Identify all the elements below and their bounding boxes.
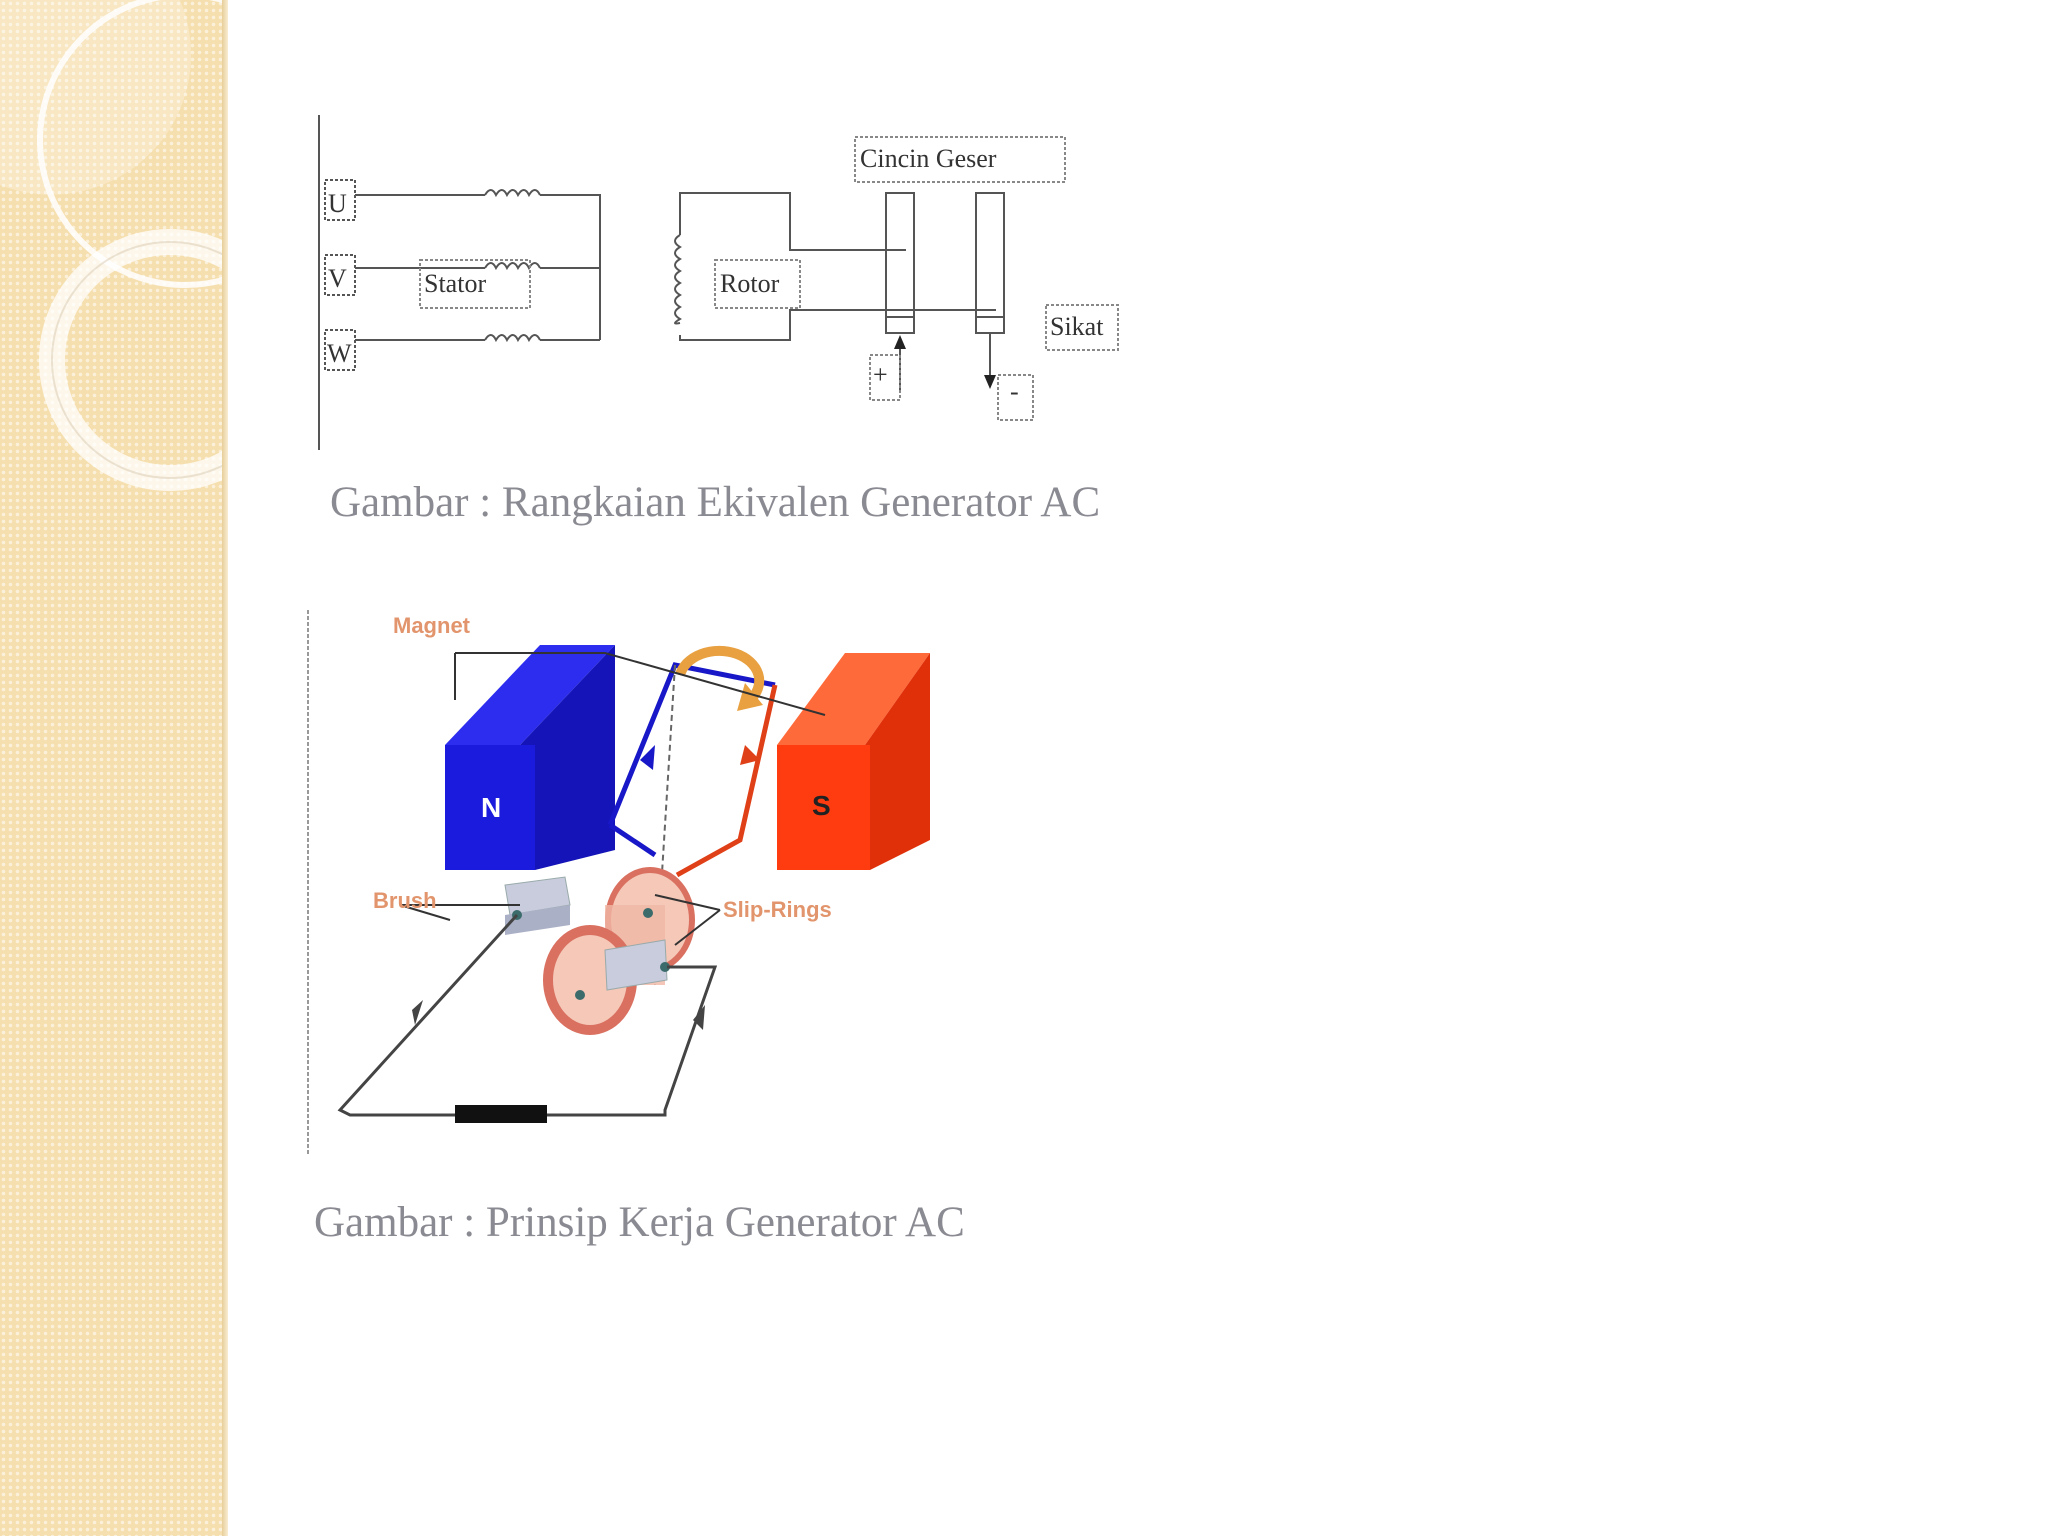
rotor-line-top: [679, 192, 906, 251]
south-pole-label: S: [812, 790, 831, 821]
minus-label: -: [1010, 377, 1019, 406]
caption-working-principle: Gambar : Prinsip Kerja Generator AC: [314, 1199, 965, 1246]
north-pole-label: N: [481, 792, 501, 823]
stator-coil-w: [484, 334, 541, 343]
stator-line-u: [355, 194, 601, 340]
brush-leader: [399, 904, 520, 921]
plus-label: +: [873, 360, 888, 389]
stator-label: Stator: [424, 269, 486, 298]
external-circuit-wire: [337, 913, 718, 1117]
phase-v-label: V: [328, 264, 347, 293]
armature-loop-red: [675, 684, 778, 878]
rotor-coil: [674, 234, 682, 325]
stator-coil-v: [484, 262, 541, 271]
phase-w-label: W: [327, 339, 352, 368]
sidebar-rings: [0, 0, 228, 491]
brush-label-2: Brush: [373, 888, 437, 913]
current-arrow-right-icon: [693, 1005, 705, 1030]
rotor-label: Rotor: [720, 269, 780, 298]
slip-ring-label-box: [854, 136, 1066, 183]
working-principle-diagram: Magnet N S Brush Slip-Rings: [307, 610, 930, 1155]
phase-u-label: U: [328, 189, 347, 218]
terminal-w-box: [324, 329, 356, 371]
slip-rings-label: Slip-Rings: [723, 897, 832, 922]
up-arrow-icon: [894, 335, 906, 349]
terminal-v-box: [324, 254, 356, 296]
slip-ring-1: [885, 192, 915, 334]
rotor-axis: [654, 664, 676, 986]
rotation-arrow-icon: [675, 645, 765, 711]
down-arrow-icon: [984, 375, 996, 389]
minus-label-box: [997, 374, 1034, 421]
decorative-sidebar: [0, 0, 228, 1536]
south-magnet: [777, 653, 930, 870]
terminal-u-box: [324, 179, 356, 221]
rotor-line-bottom: [679, 309, 996, 341]
current-arrow-red-icon: [740, 745, 760, 765]
plus-label-box: [869, 354, 901, 401]
slip-ring-2: [975, 192, 1005, 334]
current-arrow-left-icon: [412, 1000, 423, 1025]
magnet-label: Magnet: [393, 613, 471, 638]
slip-rings-leader: [654, 894, 721, 946]
stator-coil-u: [484, 189, 541, 198]
caption-equivalent-circuit: Gambar : Rangkaian Ekivalen Generator AC: [330, 479, 1101, 526]
brush-label-box: [1045, 304, 1119, 351]
magnet-leader: [454, 652, 826, 716]
stator-label-box: [419, 259, 531, 309]
brush-label: Sikat: [1050, 312, 1104, 341]
slip-ring-label: Cincin Geser: [860, 144, 997, 173]
equivalent-circuit-diagram: U V W Stator Rotor Cincin Geser Sikat + …: [318, 115, 1119, 450]
load-resistor: [455, 1105, 547, 1123]
current-arrow-blue-icon: [640, 745, 655, 770]
north-magnet: [445, 645, 615, 870]
rotor-label-box: [714, 259, 801, 309]
